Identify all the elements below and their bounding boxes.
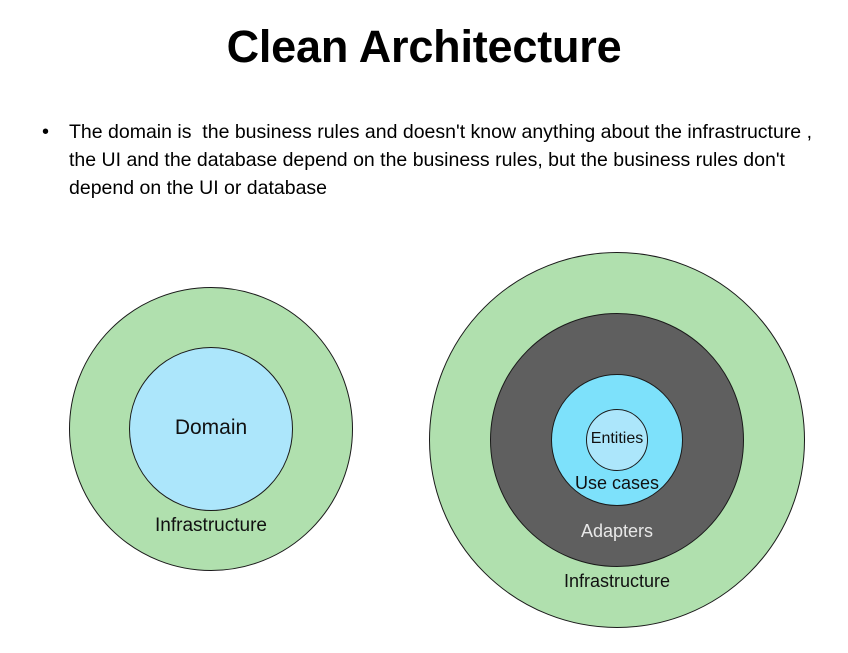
ring-entities — [586, 409, 648, 471]
bullet-item-text: The domain is the business rules and doe… — [69, 121, 818, 199]
ring-label-entities: Entities — [590, 430, 644, 447]
bullet-list: • The domain is the business rules and d… — [36, 118, 812, 202]
ring-label-infrastructure-right: Infrastructure — [563, 571, 671, 591]
page-title: Clean Architecture — [226, 21, 622, 72]
ring-label-domain: Domain — [174, 416, 248, 439]
ring-domain — [129, 347, 293, 511]
ring-label-use-cases: Use cases — [574, 473, 660, 493]
list-item: • The domain is the business rules and d… — [36, 118, 812, 202]
diagram-simple-layers: Infrastructure Domain — [69, 287, 353, 571]
bullet-point-icon: • — [42, 121, 50, 143]
ring-label-infrastructure-left: Infrastructure — [155, 515, 267, 536]
diagram-clean-architecture-layers: Infrastructure Adapters Use cases Entiti… — [429, 252, 805, 628]
ring-label-adapters: Adapters — [580, 521, 654, 541]
